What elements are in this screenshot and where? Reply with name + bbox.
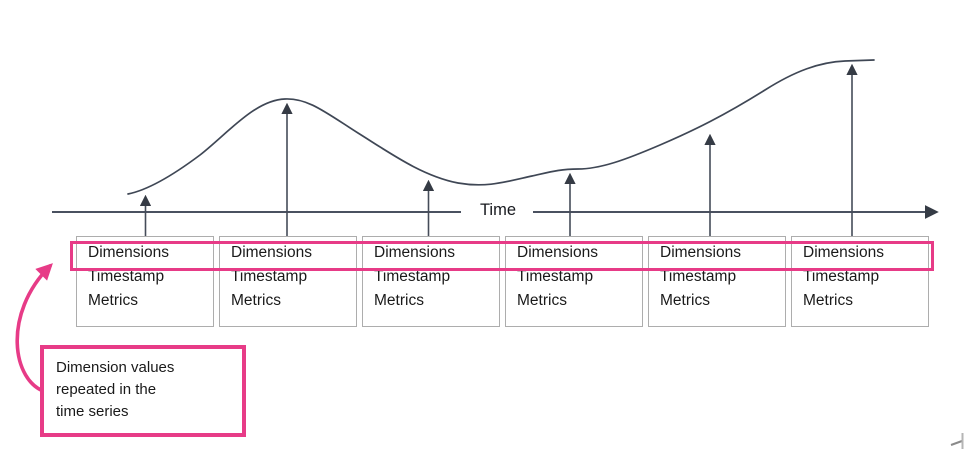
record-field-metrics: Metrics bbox=[231, 292, 281, 309]
record-field-dimensions: Dimensions bbox=[231, 244, 312, 261]
record-field-dimensions: Dimensions bbox=[660, 244, 741, 261]
record-field-dimensions: Dimensions bbox=[517, 244, 598, 261]
record-field-metrics: Metrics bbox=[374, 292, 424, 309]
callout-arrow bbox=[15, 263, 53, 394]
record-field-timestamp: Timestamp bbox=[803, 268, 880, 285]
record-box: Dimensions Timestamp Metrics bbox=[505, 236, 643, 327]
record-box: Dimensions Timestamp Metrics bbox=[648, 236, 786, 327]
callout-note: Dimension values repeated in the time se… bbox=[40, 345, 246, 437]
record-box: Dimensions Timestamp Metrics bbox=[362, 236, 500, 327]
record-field-metrics: Metrics bbox=[660, 292, 710, 309]
record-box: Dimensions Timestamp Metrics bbox=[219, 236, 357, 327]
record-field-timestamp: Timestamp bbox=[88, 268, 165, 285]
record-field-metrics: Metrics bbox=[517, 292, 567, 309]
records-row: Dimensions Timestamp Metrics Dimensions … bbox=[76, 236, 929, 327]
record-field-dimensions: Dimensions bbox=[374, 244, 455, 261]
record-field-timestamp: Timestamp bbox=[231, 268, 308, 285]
time-axis-label: Time bbox=[466, 201, 530, 220]
record-field-timestamp: Timestamp bbox=[660, 268, 737, 285]
record-field-timestamp: Timestamp bbox=[374, 268, 451, 285]
cropped-artifact bbox=[950, 433, 964, 449]
record-field-dimensions: Dimensions bbox=[88, 244, 169, 261]
sample-arrows bbox=[139, 63, 858, 236]
record-field-dimensions: Dimensions bbox=[803, 244, 884, 261]
record-field-metrics: Metrics bbox=[88, 292, 138, 309]
record-field-timestamp: Timestamp bbox=[517, 268, 594, 285]
record-field-metrics: Metrics bbox=[803, 292, 853, 309]
record-box: Dimensions Timestamp Metrics bbox=[76, 236, 214, 327]
time-series-curve bbox=[127, 59, 875, 195]
record-box: Dimensions Timestamp Metrics bbox=[791, 236, 929, 327]
